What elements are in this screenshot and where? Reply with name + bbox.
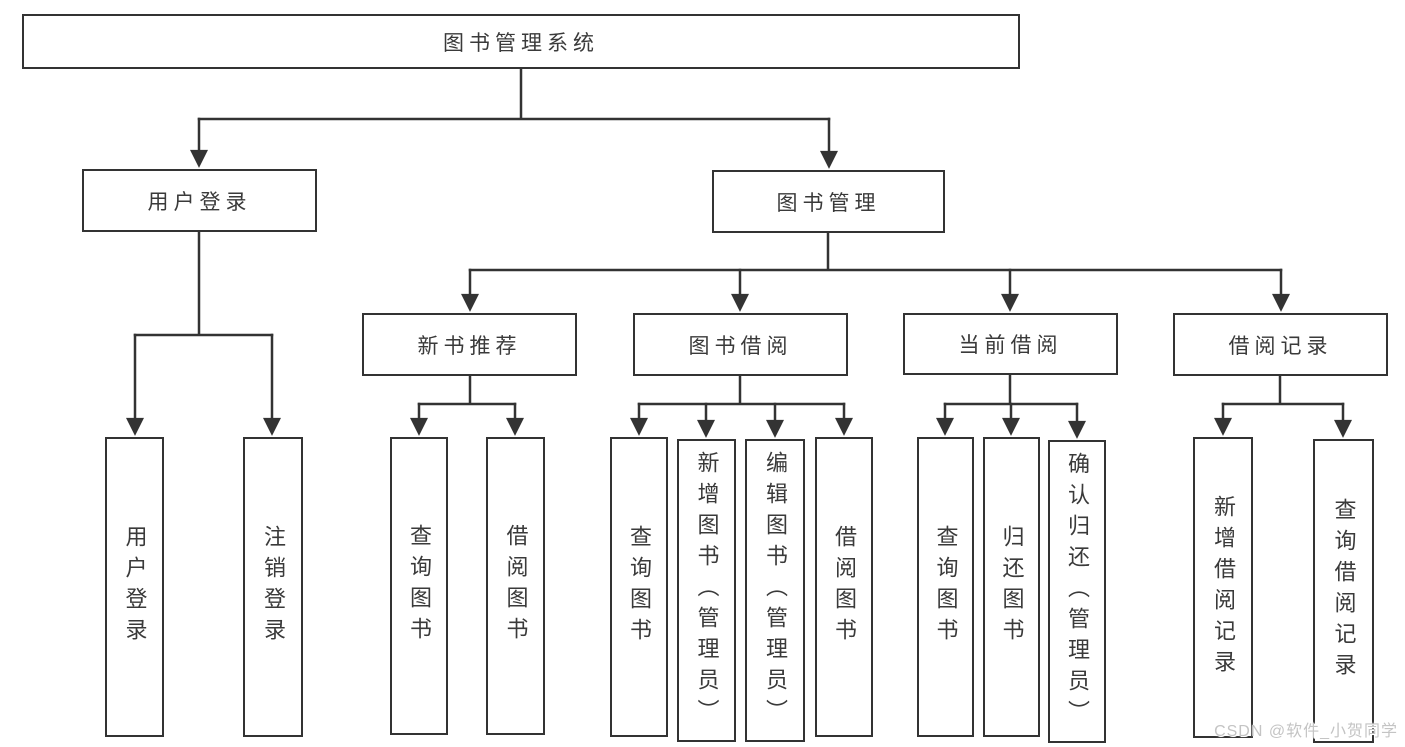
node-add-borrow-record: 新增借阅记录 bbox=[1193, 437, 1253, 738]
node-borrow-record: 借阅记录 bbox=[1173, 313, 1388, 376]
node-new-book-recommend: 新书推荐 bbox=[362, 313, 577, 376]
node-logout: 注销登录 bbox=[243, 437, 303, 737]
node-add-book-admin: 新增图书（管理员） bbox=[677, 439, 736, 742]
node-user-login-leaf: 用户登录 bbox=[105, 437, 164, 737]
node-borrow-book-recommend: 借阅图书 bbox=[486, 437, 545, 735]
node-book-management: 图书管理 bbox=[712, 170, 945, 233]
node-query-book-recommend: 查询图书 bbox=[390, 437, 448, 735]
node-user-login: 用户登录 bbox=[82, 169, 317, 232]
csdn-watermark: CSDN @软件_小贺同学 bbox=[1214, 723, 1398, 740]
node-library-system: 图书管理系统 bbox=[22, 14, 1020, 69]
node-query-book-borrow: 查询图书 bbox=[610, 437, 668, 737]
node-query-borrow-record: 查询借阅记录 bbox=[1313, 439, 1374, 743]
node-confirm-return-admin: 确认归还（管理员） bbox=[1048, 440, 1106, 743]
node-borrow-book-leaf: 借阅图书 bbox=[815, 437, 873, 737]
node-current-borrow: 当前借阅 bbox=[903, 313, 1118, 375]
node-return-book: 归还图书 bbox=[983, 437, 1040, 737]
node-edit-book-admin: 编辑图书（管理员） bbox=[745, 439, 805, 742]
node-book-borrow: 图书借阅 bbox=[633, 313, 848, 376]
node-query-book-current: 查询图书 bbox=[917, 437, 974, 737]
